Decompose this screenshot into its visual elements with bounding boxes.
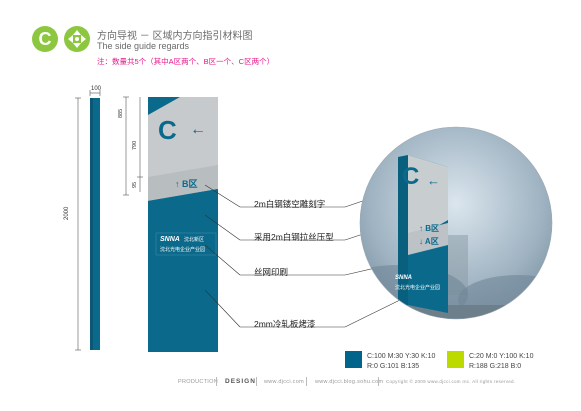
photo-brand-logo: SNNA bbox=[395, 275, 413, 281]
sign-row-b: ↑ B区 bbox=[175, 179, 198, 189]
annotation-2: 采用2m白钢拉丝压型 bbox=[254, 232, 334, 242]
footer-separator bbox=[306, 377, 307, 386]
swatch-green-cmyk: C:20 M:0 Y:100 K:10 bbox=[469, 353, 534, 360]
page-title: 方向导视 － 区域内方向指引材料图 bbox=[97, 31, 253, 42]
photo-row-a: ↓ A区 bbox=[419, 237, 439, 246]
footer-design: DESIGN bbox=[225, 378, 256, 385]
swatch-blue bbox=[345, 351, 362, 368]
sign-letter-c: C bbox=[158, 115, 177, 145]
swatch-green-rgb: R:188 G:218 B:0 bbox=[469, 363, 522, 370]
brand-logo: SNNA bbox=[160, 236, 180, 243]
photo-brand-line2: 沈北光电企业产业园 bbox=[395, 285, 441, 291]
left-arrow-icon: ← bbox=[190, 121, 206, 138]
footer-production: PRODUCTION bbox=[178, 379, 218, 385]
annotation-3: 丝网印刷 bbox=[254, 267, 289, 277]
footer-separator bbox=[256, 377, 257, 386]
brand-line1: 沈北新区 bbox=[184, 237, 205, 243]
quantity-note: 注：数量共5个（其中A区两个、B区一个、C区两个） bbox=[97, 57, 275, 66]
page-subtitle: The side guide regards bbox=[97, 41, 190, 51]
footer-separator bbox=[378, 377, 379, 386]
front-view-drawing bbox=[123, 96, 218, 352]
photo-row-b: ↑ B区 bbox=[419, 224, 439, 233]
brand-line2: 沈北光电企业产业园 bbox=[160, 247, 206, 253]
logo-arrows-icon bbox=[64, 26, 90, 52]
side-view-drawing bbox=[75, 90, 101, 351]
dim-width: 100 bbox=[91, 86, 102, 92]
annotation-4: 2mm冷轧板烤漆 bbox=[254, 319, 316, 329]
sign-photo-render bbox=[359, 126, 553, 320]
logo-c-icon: C bbox=[32, 26, 58, 52]
footer-separator bbox=[216, 377, 217, 386]
photo-letter-c: C bbox=[402, 163, 420, 190]
swatch-blue-rgb: R:0 G:101 B:135 bbox=[367, 363, 420, 370]
annotation-1: 2m白钢镂空雕刻字 bbox=[254, 199, 326, 209]
sign-row-a: ↓ A区 bbox=[175, 194, 198, 204]
footer-copyright: Copyright © 2009 www.djcci.com Inc. All … bbox=[386, 379, 516, 384]
photo-arrow-icon: ← bbox=[427, 173, 440, 188]
footer-site-link[interactable]: www.djcci.com bbox=[264, 379, 304, 385]
footer-blog-link[interactable]: www.djcci.blog.sohu.com bbox=[315, 379, 384, 385]
swatch-green bbox=[447, 351, 464, 368]
swatch-blue-cmyk: C:100 M:30 Y:30 K:10 bbox=[367, 353, 436, 360]
